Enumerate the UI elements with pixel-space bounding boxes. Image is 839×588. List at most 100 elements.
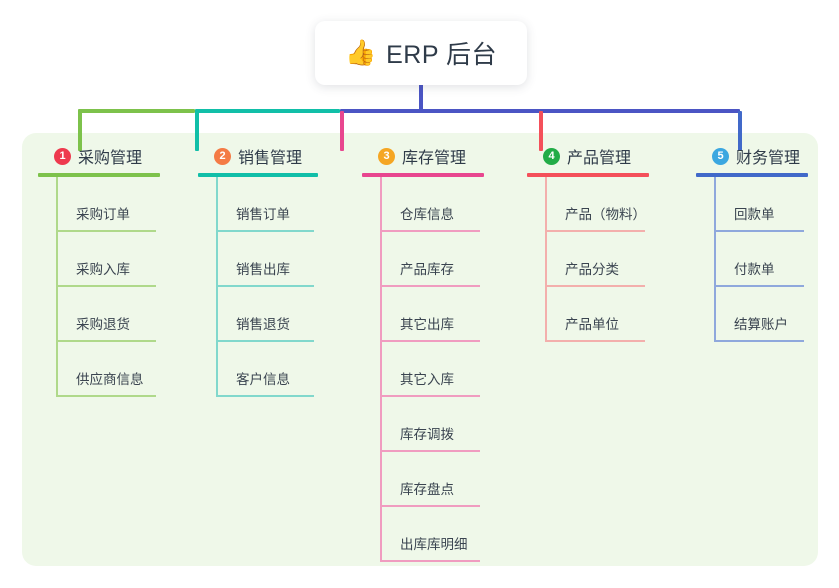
branch-header-rule — [362, 173, 484, 177]
branch-item-label: 客户信息 — [236, 372, 290, 387]
branch-item-label: 结算账户 — [734, 317, 788, 332]
branch-item-label: 仓库信息 — [400, 207, 454, 222]
branch-item[interactable]: 销售出库 — [216, 232, 318, 287]
branch-item[interactable]: 出库库明细 — [380, 507, 484, 562]
branch-item-label: 销售退货 — [236, 317, 290, 332]
branch-item-rule — [56, 395, 156, 397]
branch-item[interactable]: 供应商信息 — [56, 342, 160, 397]
branch-badge-5: 5 — [712, 147, 729, 165]
branch-item[interactable]: 仓库信息 — [380, 177, 484, 232]
branch-item-rule — [545, 230, 645, 232]
branch-header-1[interactable]: 1 采购管理 — [38, 145, 160, 167]
branch-item[interactable]: 其它出库 — [380, 287, 484, 342]
thumbs-up-icon: 👍 — [344, 38, 377, 67]
branch-column-3: 3 库存管理仓库信息产品库存其它出库其它入库库存调拨库存盘点出库库明细 — [362, 145, 484, 562]
branch-item[interactable]: 库存调拨 — [380, 397, 484, 452]
branch-items-list: 仓库信息产品库存其它出库其它入库库存调拨库存盘点出库库明细 — [380, 177, 484, 562]
branch-title-label: 库存管理 — [402, 150, 467, 167]
branch-item-rule — [216, 285, 314, 287]
branch-item-label: 供应商信息 — [76, 372, 144, 387]
branch-item-rule — [545, 285, 645, 287]
branch-item-label: 库存盘点 — [400, 482, 454, 497]
branch-items-list: 产品（物料） 产品分类产品单位 — [545, 177, 649, 342]
connector-drop-branch-1 — [78, 111, 82, 151]
connector-bus-segment-2 — [195, 109, 340, 113]
connector-drop-branch-3 — [340, 111, 344, 151]
branch-item-label: 产品单位 — [565, 317, 619, 332]
branch-item-rule — [714, 340, 804, 342]
branch-item[interactable]: 库存盘点 — [380, 452, 484, 507]
branch-header-5[interactable]: 5 财务管理 — [696, 145, 808, 167]
branch-badge-2: 2 — [214, 147, 231, 165]
branch-item-rule — [714, 285, 804, 287]
branch-header-rule — [198, 173, 318, 177]
connector-drop-branch-5 — [738, 111, 742, 151]
branch-header-2[interactable]: 2 销售管理 — [198, 145, 318, 167]
branch-item[interactable]: 付款单 — [714, 232, 808, 287]
branch-item[interactable]: 产品单位 — [545, 287, 649, 342]
connector-drop-branch-4 — [539, 111, 543, 151]
branch-item-label: 产品库存 — [400, 262, 454, 277]
branch-item-label: 产品（物料） — [565, 207, 646, 222]
branch-spine — [380, 177, 382, 562]
branch-header-rule — [38, 173, 160, 177]
branch-item-rule — [56, 230, 156, 232]
branch-title-label: 销售管理 — [238, 150, 303, 167]
branch-item-rule — [216, 230, 314, 232]
branch-spine — [216, 177, 218, 397]
branch-item[interactable]: 回款单 — [714, 177, 808, 232]
branch-item-rule — [56, 285, 156, 287]
connector-drop-branch-2 — [195, 111, 199, 151]
branch-item-rule — [380, 505, 480, 507]
root-node-label: ERP 后台 — [386, 41, 498, 69]
branch-item-rule — [545, 340, 645, 342]
branch-column-1: 1 采购管理采购订单采购入库采购退货供应商信息 — [38, 145, 160, 397]
branch-item[interactable]: 产品（物料） — [545, 177, 649, 232]
branch-column-5: 5 财务管理回款单付款单结算账户 — [696, 145, 808, 342]
branch-item-label: 库存调拨 — [400, 427, 454, 442]
branch-item-rule — [56, 340, 156, 342]
branch-item-rule — [380, 230, 480, 232]
branch-items-list: 采购订单采购入库采购退货供应商信息 — [56, 177, 160, 397]
branch-item-label: 出库库明细 — [400, 537, 468, 552]
branch-item[interactable]: 产品分类 — [545, 232, 649, 287]
root-node-erp-backend[interactable]: 👍 ERP 后台 — [315, 21, 527, 85]
branch-item[interactable]: 采购退货 — [56, 287, 160, 342]
branch-item[interactable]: 客户信息 — [216, 342, 318, 397]
branch-title-label: 采购管理 — [78, 150, 143, 167]
branch-item-rule — [380, 285, 480, 287]
branch-item[interactable]: 采购订单 — [56, 177, 160, 232]
branch-item-label: 采购退货 — [76, 317, 130, 332]
branch-item-rule — [380, 340, 480, 342]
branch-item-label: 产品分类 — [565, 262, 619, 277]
branch-header-3[interactable]: 3 库存管理 — [362, 145, 484, 167]
branch-item-rule — [714, 230, 804, 232]
branch-header-rule — [527, 173, 649, 177]
branch-header-rule — [696, 173, 808, 177]
branch-item-label: 销售订单 — [236, 207, 290, 222]
branch-item[interactable]: 销售退货 — [216, 287, 318, 342]
branch-item-rule — [216, 340, 314, 342]
connector-root-stem — [419, 85, 423, 111]
branch-item-label: 采购入库 — [76, 262, 130, 277]
branch-item[interactable]: 结算账户 — [714, 287, 808, 342]
branch-badge-1: 1 — [54, 147, 71, 165]
branch-items-list: 销售订单销售出库销售退货客户信息 — [216, 177, 318, 397]
branch-title-label: 财务管理 — [736, 150, 801, 167]
branch-item[interactable]: 其它入库 — [380, 342, 484, 397]
branch-item-label: 付款单 — [734, 262, 775, 277]
branch-item-label: 采购订单 — [76, 207, 130, 222]
branch-item[interactable]: 销售订单 — [216, 177, 318, 232]
branch-item-label: 其它出库 — [400, 317, 454, 332]
branch-item[interactable]: 产品库存 — [380, 232, 484, 287]
branch-item-rule — [380, 560, 480, 562]
branch-item[interactable]: 采购入库 — [56, 232, 160, 287]
diagram-background-panel — [22, 133, 818, 566]
branch-column-2: 2 销售管理销售订单销售出库销售退货客户信息 — [198, 145, 318, 397]
branch-badge-3: 3 — [378, 147, 395, 165]
branch-spine — [545, 177, 547, 342]
branch-spine — [714, 177, 716, 342]
